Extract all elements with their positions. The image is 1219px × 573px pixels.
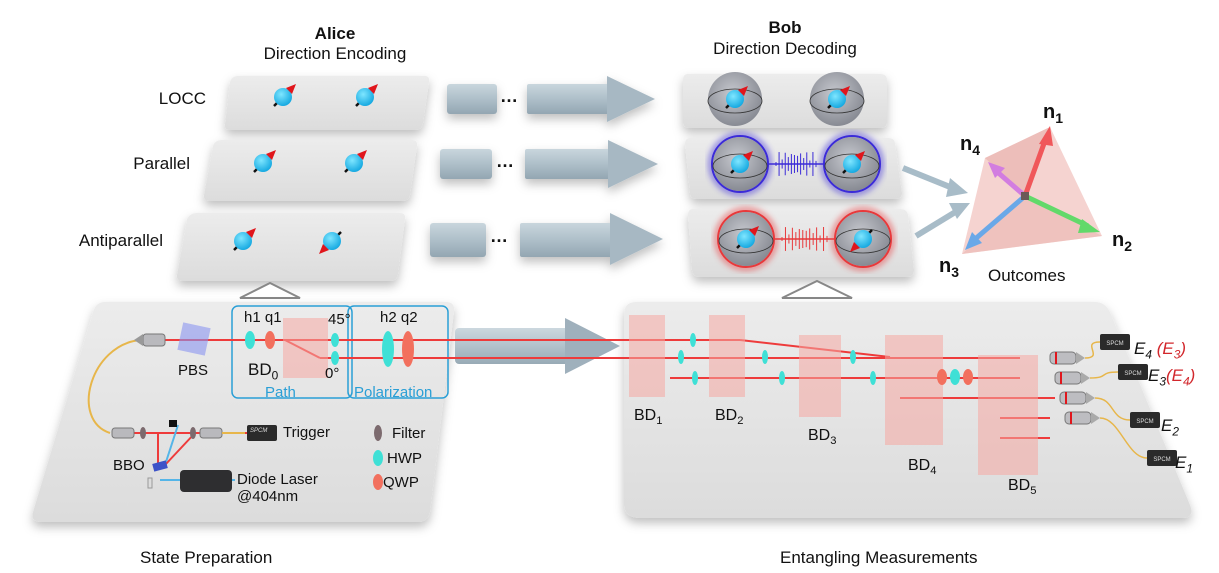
row-label-locc: LOCC (158, 89, 206, 108)
laser-label-2: @404nm (237, 488, 299, 505)
bd0-crystal (283, 318, 328, 378)
state-prep-caption: State Preparation (140, 548, 273, 567)
ellipsis-locc: … (500, 86, 518, 106)
h1-hwp (245, 331, 255, 349)
diode-laser (180, 470, 232, 492)
detector-couplers: SPCM SPCM SPCM SPCM (1049, 334, 1177, 466)
spcm-label: SPCM (1124, 371, 1141, 377)
ellipsis-antiparallel: … (490, 226, 508, 246)
bob-title: Bob (768, 18, 802, 37)
outcomes-caption: Outcomes (988, 266, 1066, 285)
bob-spin-2-1 (730, 151, 753, 174)
polarization-label: Polarization (354, 384, 433, 401)
trigger-spcm: SPCM (250, 428, 268, 434)
bd3-label: BD3 (808, 427, 837, 448)
alice-plates (176, 76, 430, 281)
bd5-label: BD5 (1008, 477, 1037, 498)
spcm-detector (1130, 412, 1160, 428)
bob-spin-1-2 (827, 86, 850, 109)
alice-spin-1-2 (355, 84, 378, 107)
deg0-label: 0° (325, 365, 340, 382)
bob-spin-2-2 (842, 151, 865, 174)
path-label: Path (265, 384, 296, 401)
spcm-label: SPCM (1153, 457, 1170, 463)
outcome-n2: n2 (1112, 229, 1133, 254)
pbs-cube (177, 322, 211, 356)
photon-source (111, 420, 277, 492)
q1-qwp (265, 331, 275, 349)
bob-spin-3-1 (736, 226, 759, 249)
hwp-45 (331, 333, 339, 347)
outcome-n1: n1 (1043, 101, 1064, 126)
detector-e2: E2 (1161, 416, 1179, 439)
zoom-indicator-right (781, 279, 853, 299)
detector-e3: E3(E4) (1148, 366, 1196, 389)
outcome-arrows (901, 165, 970, 239)
legend-hwp: HWP (387, 450, 422, 467)
alice-subtitle: Direction Encoding (263, 44, 407, 63)
bob-row-3 (714, 207, 895, 271)
legend-qwp: QWP (383, 474, 419, 491)
spcm-detector (1147, 450, 1177, 466)
legend-symbols (373, 425, 383, 490)
entangling-caption: Entangling Measurements (780, 548, 978, 567)
outcome-n3: n3 (939, 255, 960, 280)
row-label-antiparallel: Antiparallel (78, 231, 163, 250)
spcm-label: SPCM (1106, 341, 1123, 347)
laser-label-1: Diode Laser (237, 471, 318, 488)
spcm-detector (1100, 334, 1130, 350)
outcomes-tetrahedron (962, 126, 1102, 254)
outcome-n4: n4 (960, 133, 981, 158)
deg45-label: 45° (328, 311, 351, 328)
bob-spin-3-2 (850, 229, 873, 252)
legend-filter: Filter (392, 425, 426, 442)
fiber (87, 339, 141, 434)
bd2-label: BD2 (715, 407, 744, 428)
row-label-parallel: Parallel (133, 154, 190, 173)
detector-2: SPCM (1054, 364, 1148, 385)
spcm-detector (1118, 364, 1148, 380)
detector-3: SPCM (1059, 391, 1160, 428)
bob-row-2 (708, 132, 884, 196)
trigger-label: Trigger (283, 424, 330, 441)
bd0-label: BD0 (248, 360, 279, 383)
bd4-label: BD4 (908, 457, 937, 478)
polarization-box (347, 305, 449, 399)
quantum-channels (430, 76, 663, 265)
entangling-optics (629, 315, 1038, 475)
h2q2-label: h2 q2 (380, 309, 418, 326)
alice-spin-2-2 (344, 150, 367, 173)
detector-e4: E4 (E3) (1134, 339, 1186, 362)
detector-4: SPCM (1064, 411, 1177, 466)
bob-spin-1-1 (725, 86, 748, 109)
detector-e1: E1 (1175, 453, 1193, 476)
bbo-label: BBO (113, 457, 145, 474)
path-box (231, 305, 353, 399)
alice-spin-3-2 (319, 231, 342, 254)
h2-hwp (382, 331, 394, 367)
zoom-indicator-left (239, 281, 301, 299)
bob-subtitle: Direction Decoding (713, 39, 857, 58)
alice-spins (233, 84, 378, 254)
q2-qwp (402, 331, 414, 367)
alice-spin-2-1 (253, 150, 276, 173)
bd1-label: BD1 (634, 407, 663, 428)
bob-row-1 (707, 72, 865, 126)
fiber-coupler (134, 333, 166, 347)
detector-1: SPCM (1049, 334, 1130, 365)
transport-arrow (455, 318, 620, 374)
hwp-0 (331, 351, 339, 365)
alice-title: Alice (314, 24, 356, 43)
pbs-label: PBS (178, 362, 209, 379)
alice-spin-1-1 (273, 84, 296, 107)
alice-spin-3-1 (233, 228, 256, 251)
spcm-label: SPCM (1136, 419, 1153, 425)
bob-spheres (707, 72, 895, 271)
h1q1-label: h1 q1 (244, 309, 282, 326)
ellipsis-parallel: … (496, 151, 514, 171)
